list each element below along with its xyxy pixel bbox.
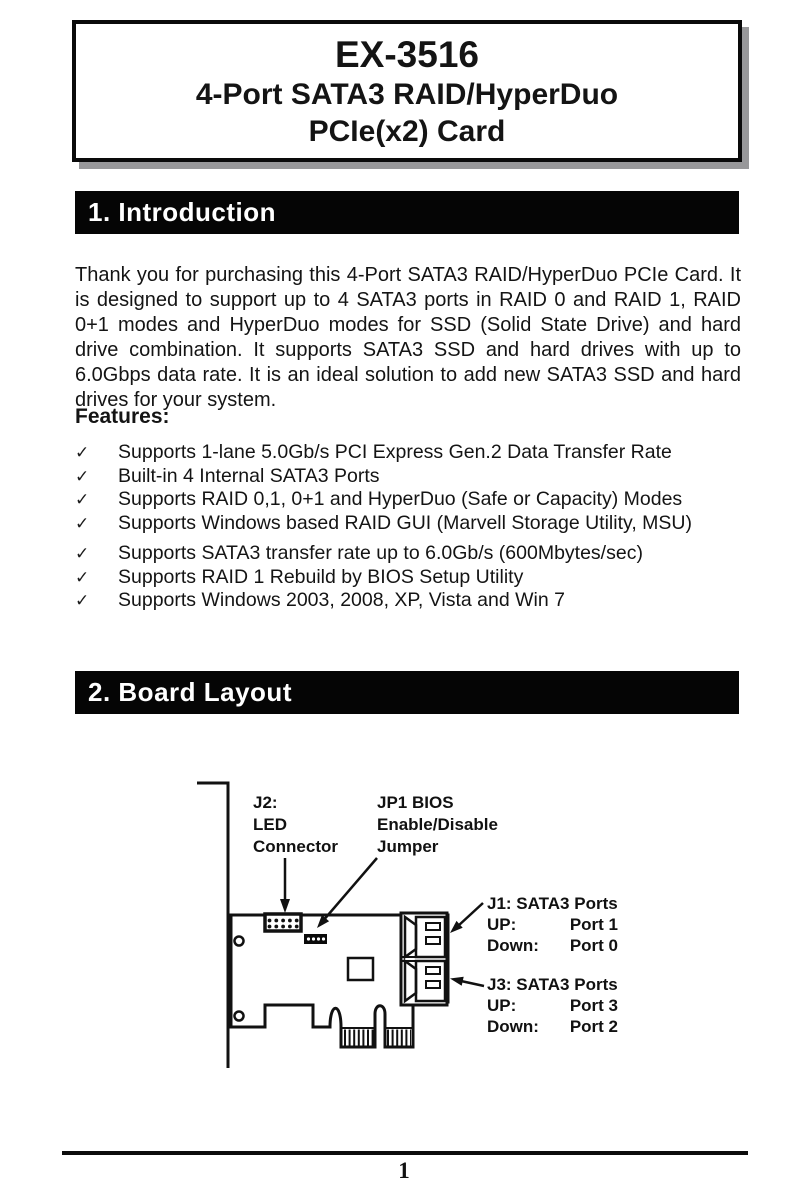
checkmark-icon: ✓ bbox=[75, 466, 90, 486]
j2-label-line3: Connector bbox=[253, 837, 338, 856]
sata-connector-j1 bbox=[403, 914, 447, 960]
feature-item-text: Supports RAID 1 Rebuild by BIOS Setup Ut… bbox=[118, 565, 524, 588]
checkmark-icon: ✓ bbox=[75, 513, 90, 533]
jp1-label-line2: Enable/Disable bbox=[377, 815, 498, 834]
controller-chip bbox=[346, 956, 375, 982]
j3-up-label: UP: bbox=[487, 996, 516, 1015]
section-heading-board-layout: 2. Board Layout bbox=[75, 671, 739, 714]
feature-item-text: Supports SATA3 transfer rate up to 6.0Gb… bbox=[118, 542, 643, 564]
j2-pins bbox=[267, 918, 299, 929]
section-heading-board-layout-label: 2. Board Layout bbox=[88, 677, 292, 707]
pci-bracket bbox=[197, 781, 230, 1068]
j2-label-line2: LED bbox=[253, 815, 287, 834]
feature-item-text: Supports Windows 2003, 2008, XP, Vista a… bbox=[118, 589, 565, 611]
feature-item: ✓ Built-in 4 Internal SATA3 Ports bbox=[75, 465, 741, 489]
j3-label-title: J3: SATA3 Ports bbox=[487, 975, 618, 994]
board-layout-diagram: J2: LED Connector JP1 BIOS Enable/Disabl… bbox=[197, 781, 618, 1068]
feature-item-text: Supports RAID 0,1, 0+1 and HyperDuo (Saf… bbox=[118, 488, 683, 510]
feature-item-text: Supports 1-lane 5.0Gb/s PCI Express Gen.… bbox=[118, 441, 672, 463]
feature-item-text: Built-in 4 Internal SATA3 Ports bbox=[118, 464, 380, 487]
mounting-hole bbox=[233, 935, 245, 947]
product-title-box: EX-3516 4-Port SATA3 RAID/HyperDuo PCIe(… bbox=[72, 20, 742, 162]
checkmark-icon: ✓ bbox=[75, 591, 90, 610]
j1-down-value: Port 0 bbox=[570, 936, 618, 955]
page-number: 1 bbox=[398, 1158, 410, 1183]
product-model: EX-3516 bbox=[335, 33, 479, 75]
jp1-jumper bbox=[304, 934, 327, 944]
features-list: ✓ Supports 1-lane 5.0Gb/s PCI Express Ge… bbox=[75, 441, 741, 613]
feature-item: ✓ Supports Windows 2003, 2008, XP, Vista… bbox=[75, 589, 741, 613]
callout-arrows bbox=[283, 857, 485, 988]
footer-rule bbox=[62, 1151, 748, 1155]
checkmark-icon: ✓ bbox=[75, 443, 90, 462]
checkmark-icon: ✓ bbox=[75, 544, 90, 563]
checkmark-icon: ✓ bbox=[75, 490, 90, 509]
diagram-labels: J2: LED Connector JP1 BIOS Enable/Disabl… bbox=[253, 793, 618, 1036]
introduction-paragraph: Thank you for purchasing this 4-Port SAT… bbox=[75, 264, 741, 411]
product-title-line2: 4-Port SATA3 RAID/HyperDuo bbox=[195, 77, 619, 111]
j3-down-label: Down: bbox=[487, 1017, 539, 1036]
checkmark-icon: ✓ bbox=[75, 567, 90, 587]
jp1-label-line1: JP1 BIOS bbox=[377, 793, 454, 812]
feature-item: ✓ Supports SATA3 transfer rate up to 6.0… bbox=[75, 542, 741, 566]
j1-label-title: J1: SATA3 Ports bbox=[487, 894, 618, 913]
sata-connector-j3 bbox=[403, 958, 447, 1004]
feature-item: ✓ Supports RAID 0,1, 0+1 and HyperDuo (S… bbox=[75, 488, 741, 512]
jp1-pins bbox=[306, 937, 326, 941]
product-title-line3: PCIe(x2) Card bbox=[308, 114, 506, 148]
j3-up-value: Port 3 bbox=[570, 996, 618, 1015]
feature-item: ✓ Supports RAID 1 Rebuild by BIOS Setup … bbox=[75, 566, 741, 590]
features-heading: Features: bbox=[75, 405, 170, 428]
mounting-hole bbox=[233, 1010, 245, 1022]
pcb-card-outline bbox=[229, 913, 450, 1049]
feature-item-text: Supports Windows based RAID GUI (Marvell… bbox=[118, 511, 692, 534]
j1-up-label: UP: bbox=[487, 915, 516, 934]
feature-item: ✓ Supports Windows based RAID GUI (Marve… bbox=[75, 512, 741, 536]
feature-item: ✓ Supports 1-lane 5.0Gb/s PCI Express Ge… bbox=[75, 441, 741, 465]
section-heading-introduction-label: 1. Introduction bbox=[88, 197, 277, 227]
j1-up-value: Port 1 bbox=[570, 915, 618, 934]
jp1-label-line3: Jumper bbox=[377, 837, 439, 856]
j2-led-connector bbox=[263, 912, 303, 933]
j1-down-label: Down: bbox=[487, 936, 539, 955]
j2-label-line1: J2: bbox=[253, 793, 278, 812]
j3-down-value: Port 2 bbox=[570, 1017, 618, 1036]
callout-arrowheads bbox=[280, 899, 464, 986]
section-heading-introduction: 1. Introduction bbox=[75, 191, 739, 234]
